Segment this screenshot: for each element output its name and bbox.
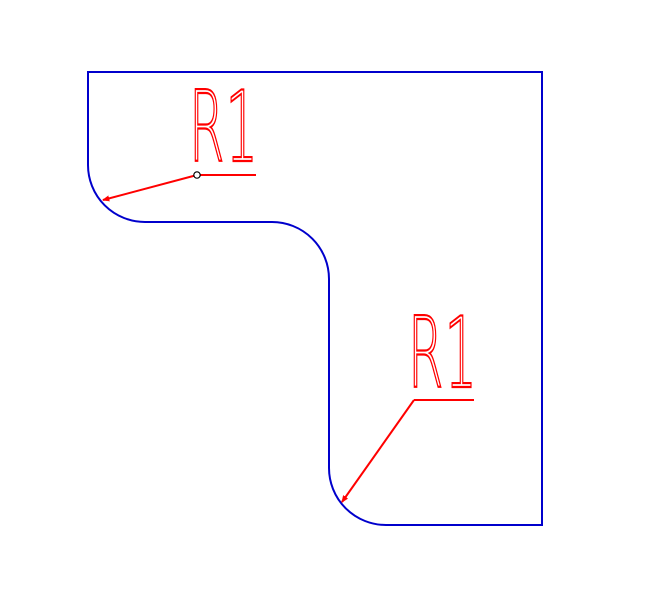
radius-dimension-2: R1 — [341, 296, 478, 502]
radius-label-2: R1 — [408, 297, 478, 411]
radius-dimension-1: R1 — [103, 70, 259, 200]
leader-arrow-1 — [103, 174, 198, 200]
radius-label-1: R1 — [189, 71, 259, 185]
leader-arrow-2 — [341, 399, 415, 502]
leader-origin-dot — [193, 171, 201, 179]
part-outline — [87, 71, 543, 526]
